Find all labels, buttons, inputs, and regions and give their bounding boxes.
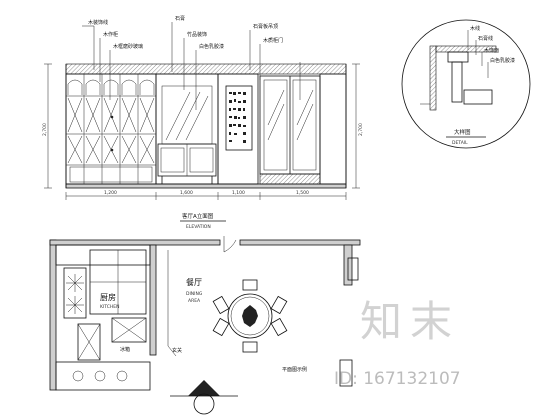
dim-3: 1,100 [232,190,245,196]
calligraphy-panel [217,73,259,185]
watermark-id: ID: 167132107 [334,369,461,389]
tall-cabinet [65,73,157,185]
detail-subtitle: DETAIL [452,140,468,146]
dining-label-en: DINING [186,291,203,297]
watermark-brand: 知末 [360,297,460,346]
section-marker [170,380,238,415]
dim-1: 1,200 [104,190,117,196]
callout-4: 竹品装饰 [187,31,207,38]
callout-1: 木装饰线 [88,19,108,26]
dim-4: 1,500 [296,190,309,196]
callout-7: 木质柜门 [263,37,283,44]
plan-note-1: 玄关 [172,347,182,354]
dining-label: 餐厅 [186,278,202,287]
fridge-label: 冰箱 [120,346,130,353]
plan-note-2: 平面图示例 [282,366,307,373]
callout-2: 木作柜 [103,31,118,38]
floor-slab [65,183,347,189]
kitchen-label-en: KITCHEN [100,304,120,310]
detail-title: 大样图 [454,128,471,136]
middle-cabinet [155,73,219,185]
dining-table [212,279,288,353]
dimension-lines [44,63,360,200]
callout-5: 白色乳胶漆 [199,43,224,50]
sliding-glass-doors [259,73,347,185]
dim-height-left: 2,700 [42,123,48,136]
elevation-subtitle: ELEVATION [186,224,211,230]
dining-label-en2: AREA [188,298,201,304]
dim-height-right: 2,700 [358,123,364,136]
callout-8: 木框磨砂玻璃 [113,43,143,50]
detail-label-2: 石膏线 [478,35,493,42]
detail-label-4: 白色乳胶漆 [490,57,515,64]
kitchen-label: 厨房 [100,292,116,302]
callout-3: 石膏 [175,15,185,22]
elevation-title: 客厅A立面图 [182,212,214,220]
detail-label-1: 木线 [470,25,480,32]
detail-label-3: 木饰面 [484,47,499,54]
callout-leaders [82,22,301,110]
callout-6: 石膏板吊顶 [253,23,278,30]
elevation-view: 木装饰线 木作柜 石膏 竹品装饰 白色乳胶漆 石膏板吊顶 木质柜门 木框磨砂玻璃… [42,15,364,230]
dim-2: 1,600 [180,190,193,196]
ceiling-slab [65,63,347,75]
floor-plan: 厨房 KITCHEN 冰箱 餐厅 DINING AREA 玄关 平面图示例 [49,236,361,415]
detail-view: 木线 石膏线 木饰面 白色乳胶漆 大样图 DETAIL [401,19,531,149]
